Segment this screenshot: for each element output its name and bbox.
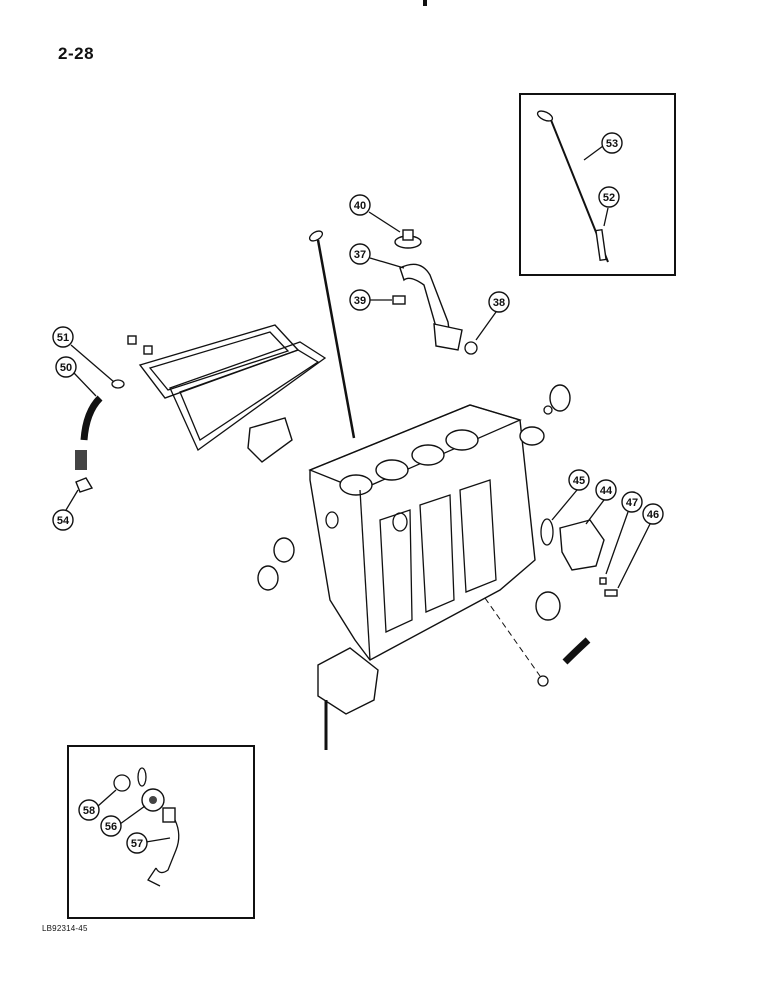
callout-45: 45 bbox=[573, 475, 585, 487]
top-mark bbox=[423, 0, 427, 6]
engine-block bbox=[308, 404, 536, 661]
valve-cover bbox=[127, 324, 327, 463]
callout-58: 58 bbox=[83, 805, 95, 817]
oil-filler bbox=[392, 229, 478, 355]
callout-51: 51 bbox=[57, 332, 69, 344]
figure-code: LB92314-45 bbox=[42, 924, 88, 933]
callout-40: 40 bbox=[354, 200, 366, 212]
callout-47: 47 bbox=[626, 497, 638, 509]
callout-54: 54 bbox=[57, 515, 70, 527]
callout-39: 39 bbox=[354, 295, 366, 307]
page-number: 2-28 bbox=[58, 44, 95, 63]
callout-56: 56 bbox=[105, 821, 117, 833]
callout-50: 50 bbox=[60, 362, 72, 374]
callout-46: 46 bbox=[647, 509, 659, 521]
callouts: 53 52 40 37 39 38 51 50 54 45 bbox=[52, 132, 664, 854]
dipstick-tube bbox=[308, 230, 356, 439]
inset-dipstick bbox=[519, 93, 676, 276]
inset-block-heater bbox=[67, 745, 255, 919]
callout-52: 52 bbox=[603, 192, 615, 204]
callout-38: 38 bbox=[493, 297, 505, 309]
callout-57: 57 bbox=[131, 838, 143, 850]
breather-hose bbox=[75, 379, 125, 493]
callout-44: 44 bbox=[600, 485, 613, 497]
callout-37: 37 bbox=[354, 249, 366, 261]
block-small-parts bbox=[257, 384, 618, 750]
callout-53: 53 bbox=[606, 138, 618, 150]
